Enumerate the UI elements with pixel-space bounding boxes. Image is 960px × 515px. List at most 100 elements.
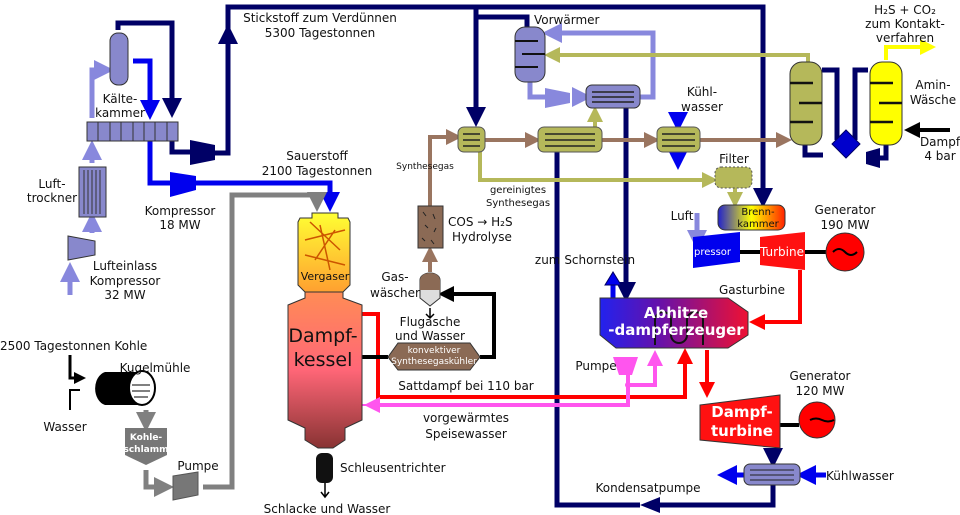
amine-label-2: Wäsche [910,93,956,107]
labels: Stickstoff zum Verdünnen 5300 Tagestonne… [0,3,960,515]
clean-syngas-label-2: Synthesegas [486,198,550,209]
steam-turbine-label: Dampf- [711,403,772,421]
nitrogen-booster [545,88,570,108]
heat-recovery-steam-generator [599,297,749,349]
cooling-water-top-label: Kühl- [687,85,717,99]
steam-turbine-label-2: turbine [711,422,773,440]
black-lines [68,122,950,499]
air-separation-column [109,32,129,86]
nitrogen-label: Stickstoff zum Verdünnen [243,11,397,25]
hrsg-label-2: -dampferzeuger [608,321,744,339]
acid-gas-label: H₂S + CO₂ [874,3,936,17]
oxygen-amount: 2100 Tagestonnen [262,164,373,178]
air-dryer [78,166,107,218]
cos-label: COS → H₂S [448,215,513,229]
gas-turbine-label: Gasturbine [719,283,785,297]
ball-mill-label: Kugelmühle [120,361,191,375]
combustor-label-2: kammer [737,219,779,230]
slag-label: Schlacke und Wasser [264,502,391,515]
lock-hopper-label: Schleusentrichter [340,461,446,475]
amine-pump [866,148,880,168]
steam-turbine [699,394,781,449]
acid-gas-label-3: verfahren [876,31,934,45]
boiler-label-2: kessel [294,349,353,371]
slurry-label-2: schlamm [123,445,168,455]
steam-boiler [287,291,363,449]
scrubber-label: Gas- [381,270,408,284]
stack-arrow-icon [604,271,622,286]
syngas-label: Synthesegas [396,162,454,172]
filter-label: Filter [719,152,749,166]
oxygen-compressor [170,172,196,197]
syngas-cooler-3 [656,126,701,153]
nitrogen-amount: 5300 Tagestonnen [265,26,376,40]
hrsg-coil [654,311,704,345]
cold-box-label-2: kammer [95,106,145,120]
coal-slurry-tank [125,428,167,465]
air-inlet-label-2: Kompressor [90,274,161,288]
air-inlet-compressor [67,235,96,261]
steam-4bar-label-2: 4 bar [924,149,955,163]
coal-label: 2500 Tagestonnen Kohle [0,339,147,353]
amine-label: Amin- [915,78,950,92]
cooler-label: konvektiver [408,346,461,356]
gasifier-label: Vergaser [301,270,350,283]
gas-turbine [760,232,805,270]
absorber-column [789,61,823,146]
syngas-exchanger-2 [537,126,603,153]
coal-slurry-lines [136,192,327,497]
condensate-pump-label: Kondensatpumpe [595,481,700,495]
generator-120-label: Generator [790,369,851,383]
hrsg-label: Abhitze [644,304,708,322]
nitrogen-exchanger [585,84,641,109]
generator-190mw [825,232,865,272]
syngas-lines [422,39,936,272]
fly-ash-label: Flugasche [400,315,461,329]
generator-120mw [798,401,836,439]
oxygen-label: Sauerstoff [286,149,348,163]
fly-ash-label-2: und Wasser [395,329,465,343]
amine-wash-column [869,61,903,146]
amine-heat-exchanger [831,129,861,159]
syngas-exchanger-1 [457,126,486,153]
feedwater-label-2: Speisewasser [425,427,507,441]
preheater-column [514,26,546,83]
pump-label-right: Pumpe [575,359,616,373]
clean-syngas-label: gereinigtes [490,185,546,196]
slurry-label: Kohle- [130,433,163,443]
gt-turbine-label: Turbine [759,245,804,259]
cooler-label-2: Synthesegaskühler [391,357,477,367]
gas-scrubber [419,272,441,307]
air-dryer-label: Luft- [38,177,65,191]
convective-syngas-cooler [387,342,481,371]
cold-box-exchanger [86,121,179,142]
preheater-label: Vorwärmer [534,13,600,27]
combustion-chamber [717,204,786,231]
air-inlet-power: 32 MW [104,288,145,302]
cooling-water-top-label-2: wasser [681,100,723,114]
gas-turbine-compressor [693,232,740,268]
saturated-steam-label: Sattdampf bei 110 bar [398,379,534,393]
lock-hopper [316,453,333,483]
boiler-label: Dampf- [288,325,357,347]
feedwater-label: vorgewärmtes [423,411,509,425]
generator-120-power: 120 MW [796,384,845,398]
air-lines [60,23,707,295]
air-label: Luft [671,209,694,223]
steam-4bar-label: Dampf [920,135,960,149]
pump-label-left: Pumpe [177,459,218,473]
cooling-water-bottom-label: Kühlwasser [826,469,894,483]
condensate-pump [640,497,660,513]
water-label: Wasser [43,420,86,434]
gt-compressor-label: pressor [694,247,732,258]
condenser [743,463,801,486]
compressor-power: 18 MW [159,218,200,232]
air-inlet-label: Lufteinlass [93,259,157,273]
ball-mill [95,370,156,406]
cold-box-label: Kälte- [103,92,138,106]
nitrogen-compressor [190,140,215,165]
slurry-pump [172,471,199,501]
acid-gas-label-2: zum Kontakt- [865,17,945,31]
cos-label-2: Hydrolyse [452,230,512,244]
